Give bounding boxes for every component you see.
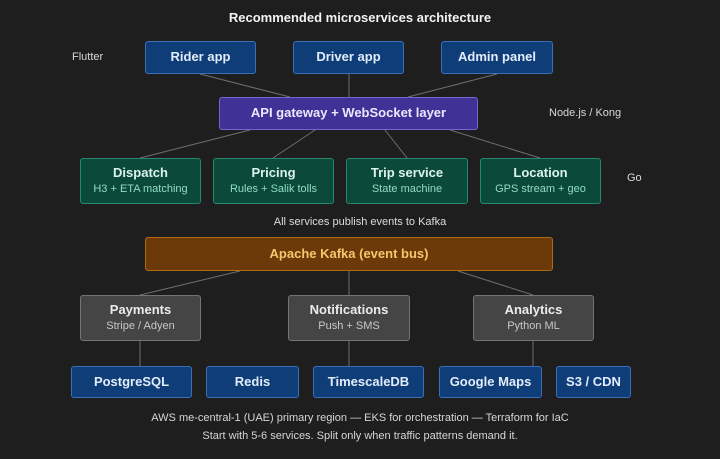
- api-gateway-label: API gateway + WebSocket layer: [250, 105, 447, 121]
- google-maps-box: Google Maps: [439, 366, 542, 398]
- driver-app-label: Driver app: [316, 49, 381, 65]
- kafka-note: All services publish events to Kafka: [273, 216, 447, 228]
- label-node-kong: Node.js / Kong: [549, 107, 622, 119]
- kafka-label: Apache Kafka (event bus): [269, 245, 429, 261]
- analytics-label: Analytics: [504, 302, 563, 318]
- connector-kafka-payments: [139, 270, 241, 296]
- payments-sub: Stripe / Adyen: [106, 320, 175, 333]
- notifications-label: Notifications: [309, 302, 389, 318]
- dispatch-box: Dispatch H3 + ETA matching: [80, 158, 201, 204]
- pricing-box: Pricing Rules + Salik tolls: [213, 158, 334, 204]
- connector-gateway-location: [449, 129, 541, 159]
- connector-kafka-analytics: [457, 270, 534, 296]
- s3-cdn-box: S3 / CDN: [556, 366, 631, 398]
- label-go: Go: [627, 172, 642, 184]
- driver-app-box: Driver app: [293, 41, 404, 74]
- rider-app-box: Rider app: [145, 41, 256, 74]
- dispatch-sub: H3 + ETA matching: [93, 183, 188, 196]
- payments-box: Payments Stripe / Adyen: [80, 295, 201, 341]
- pricing-label: Pricing: [251, 165, 296, 181]
- analytics-sub: Python ML: [507, 320, 560, 333]
- analytics-box: Analytics Python ML: [473, 295, 594, 341]
- connector-gateway-dispatch: [139, 129, 251, 159]
- redis-label: Redis: [234, 373, 271, 389]
- redis-box: Redis: [206, 366, 299, 398]
- location-box: Location GPS stream + geo: [480, 158, 601, 204]
- footer-line-2: Start with 5-6 services. Split only when…: [202, 430, 518, 442]
- api-gateway-box: API gateway + WebSocket layer: [219, 97, 478, 130]
- connector-gateway-pricing: [272, 129, 316, 159]
- admin-panel-box: Admin panel: [441, 41, 553, 74]
- notifications-sub: Push + SMS: [318, 320, 380, 333]
- trip-service-sub: State machine: [371, 183, 443, 196]
- s3-cdn-label: S3 / CDN: [566, 373, 621, 389]
- timescaledb-label: TimescaleDB: [327, 373, 410, 389]
- connector-rider-gateway: [199, 73, 291, 98]
- trip-service-box: Trip service State machine: [346, 158, 468, 204]
- payments-label: Payments: [109, 302, 172, 318]
- kafka-box: Apache Kafka (event bus): [145, 237, 553, 271]
- connector-gateway-trip: [384, 129, 408, 159]
- google-maps-label: Google Maps: [449, 373, 532, 389]
- pricing-sub: Rules + Salik tolls: [229, 183, 318, 196]
- rider-app-label: Rider app: [170, 49, 231, 65]
- label-flutter: Flutter: [72, 51, 104, 63]
- trip-service-label: Trip service: [370, 165, 444, 181]
- postgresql-box: PostgreSQL: [71, 366, 192, 398]
- timescaledb-box: TimescaleDB: [313, 366, 424, 398]
- connector-admin-gateway: [407, 73, 498, 98]
- admin-panel-label: Admin panel: [457, 49, 536, 65]
- postgresql-label: PostgreSQL: [93, 373, 170, 389]
- notifications-box: Notifications Push + SMS: [288, 295, 410, 341]
- footer-line-1: AWS me-central-1 (UAE) primary region — …: [151, 412, 569, 424]
- diagram-title: Recommended microservices architecture: [228, 10, 492, 25]
- dispatch-label: Dispatch: [113, 165, 168, 181]
- location-label: Location: [513, 165, 568, 181]
- location-sub: GPS stream + geo: [495, 183, 586, 196]
